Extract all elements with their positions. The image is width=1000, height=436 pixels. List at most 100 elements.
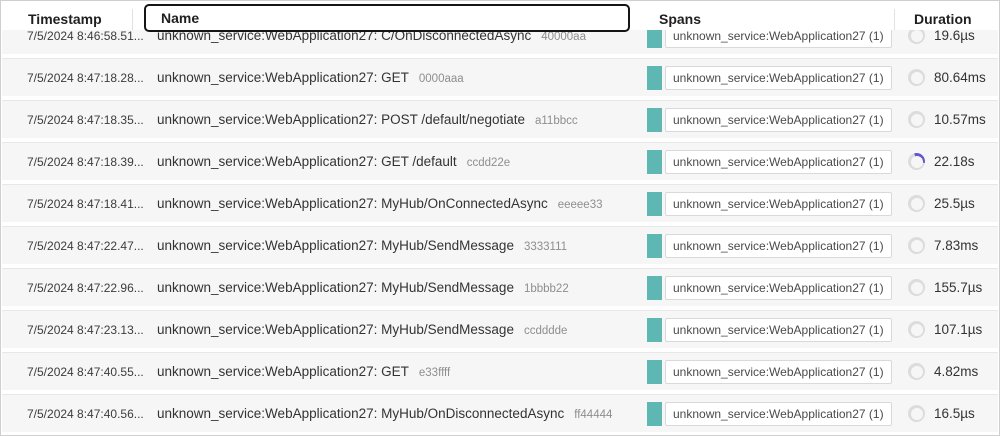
trace-duration: 19.6µs [934,28,975,43]
span-color-bar-icon [647,275,662,300]
trace-duration: 25.5µs [934,196,975,211]
span-color-bar-icon [647,191,662,216]
trace-timestamp: 7/5/2024 8:46:58.51... [27,28,144,43]
span-badge[interactable]: unknown_service:WebApplication27 (1) [647,233,892,258]
span-color-bar-icon [647,107,662,132]
trace-row[interactable]: 7/5/2024 8:47:18.35... unknown_service:W… [2,100,998,138]
span-badge[interactable]: unknown_service:WebApplication27 (1) [647,275,892,300]
trace-row[interactable]: 7/5/2024 8:47:22.96... unknown_service:W… [2,268,998,306]
span-badge[interactable]: unknown_service:WebApplication27 (1) [647,149,892,174]
trace-row[interactable]: 7/5/2024 8:47:18.28... unknown_service:W… [2,58,998,96]
trace-id: ccdd22e [466,157,511,169]
trace-name-cell: unknown_service:WebApplication27: GET e3… [145,364,647,379]
trace-spans-cell: unknown_service:WebApplication27 (1) [647,233,895,258]
duration-ring-icon [908,195,925,212]
trace-duration-cell: 4.82ms [895,363,998,380]
trace-name-cell: unknown_service:WebApplication27: GET 00… [145,70,647,85]
span-resource-label: unknown_service:WebApplication27 (1) [665,149,892,174]
trace-id: ff44444 [574,409,613,421]
trace-duration: 16.5µs [934,406,975,421]
column-divider [132,9,133,30]
span-resource-label: unknown_service:WebApplication27 (1) [665,65,892,90]
trace-duration: 22.18s [934,154,975,169]
trace-timestamp: 7/5/2024 8:47:23.13... [27,322,144,337]
duration-ring-icon [908,279,925,296]
span-resource-label: unknown_service:WebApplication27 (1) [665,359,892,384]
trace-row[interactable]: 7/5/2024 8:47:18.41... unknown_service:W… [2,184,998,222]
trace-name-cell: unknown_service:WebApplication27: MyHub/… [145,238,647,253]
span-badge[interactable]: unknown_service:WebApplication27 (1) [647,191,892,216]
trace-name-cell: unknown_service:WebApplication27: MyHub/… [145,322,647,337]
trace-duration: 10.57ms [934,112,986,127]
trace-name-cell: unknown_service:WebApplication27: MyHub/… [145,406,647,421]
span-resource-label: unknown_service:WebApplication27 (1) [665,317,892,342]
column-header-name-label: Name [161,10,200,26]
trace-spans-cell: unknown_service:WebApplication27 (1) [647,149,895,174]
column-header-spans[interactable]: Spans [659,11,702,27]
trace-row[interactable]: 7/5/2024 8:47:23.13... unknown_service:W… [2,310,998,348]
trace-id: ccdddde [523,325,568,337]
trace-timestamp: 7/5/2024 8:47:18.35... [27,112,144,127]
trace-id: e33ffff [418,367,451,379]
trace-spans-cell: unknown_service:WebApplication27 (1) [647,317,895,342]
span-resource-label: unknown_service:WebApplication27 (1) [665,107,892,132]
column-header-name[interactable]: Name [144,4,630,32]
trace-duration-cell: 16.5µs [895,405,998,422]
span-color-bar-icon [647,65,662,90]
trace-name: unknown_service:WebApplication27: MyHub/… [157,280,514,295]
trace-duration-cell: 19.6µs [895,27,998,44]
trace-spans-cell: unknown_service:WebApplication27 (1) [647,359,895,384]
trace-timestamp: 7/5/2024 8:47:40.56... [27,406,144,421]
trace-name: unknown_service:WebApplication27: MyHub/… [157,406,565,421]
duration-ring-icon [908,111,925,128]
trace-id: 40000aa [541,31,586,43]
duration-ring-icon [908,27,925,44]
trace-duration-cell: 10.57ms [895,111,998,128]
span-badge[interactable]: unknown_service:WebApplication27 (1) [647,107,892,132]
trace-timestamp: 7/5/2024 8:47:22.96... [27,280,144,295]
column-divider [894,9,895,30]
trace-name: unknown_service:WebApplication27: GET [157,70,409,85]
span-badge[interactable]: unknown_service:WebApplication27 (1) [647,359,892,384]
span-resource-label: unknown_service:WebApplication27 (1) [665,233,892,258]
duration-ring-icon [908,237,925,254]
trace-id: 0000aaa [418,73,464,85]
duration-ring-icon [908,69,925,86]
trace-duration: 80.64ms [934,70,986,85]
trace-duration-cell: 80.64ms [895,69,998,86]
trace-row[interactable]: 7/5/2024 8:47:40.56... unknown_service:W… [2,394,998,432]
trace-spans-cell: unknown_service:WebApplication27 (1) [647,191,895,216]
trace-name: unknown_service:WebApplication27: GET /d… [157,154,457,169]
trace-id: 3333111 [523,241,568,253]
trace-name-cell: unknown_service:WebApplication27: GET /d… [145,154,647,169]
trace-duration-cell: 155.7µs [895,279,998,296]
trace-name: unknown_service:WebApplication27: GET [157,364,409,379]
trace-timestamp: 7/5/2024 8:47:40.55... [27,364,144,379]
trace-duration-cell: 7.83ms [895,237,998,254]
trace-name: unknown_service:WebApplication27: POST /… [157,112,525,127]
trace-row[interactable]: 7/5/2024 8:47:22.47... unknown_service:W… [2,226,998,264]
trace-duration-cell: 25.5µs [895,195,998,212]
trace-duration-cell: 107.1µs [895,321,998,338]
span-color-bar-icon [647,317,662,342]
span-resource-label: unknown_service:WebApplication27 (1) [665,191,892,216]
trace-row[interactable]: 7/5/2024 8:47:40.55... unknown_service:W… [2,352,998,390]
column-header-timestamp[interactable]: Timestamp [28,11,102,27]
trace-id: eeeee33 [557,199,603,211]
trace-duration: 4.82ms [934,364,979,379]
column-header-duration[interactable]: Duration [914,11,972,27]
trace-duration-cell: 22.18s [895,153,998,170]
trace-duration: 107.1µs [934,322,983,337]
trace-spans-cell: unknown_service:WebApplication27 (1) [647,401,895,426]
span-badge[interactable]: unknown_service:WebApplication27 (1) [647,65,892,90]
trace-row[interactable]: 7/5/2024 8:47:18.39... unknown_service:W… [2,142,998,180]
trace-duration: 7.83ms [934,238,979,253]
trace-timestamp: 7/5/2024 8:47:18.39... [27,154,144,169]
span-badge[interactable]: unknown_service:WebApplication27 (1) [647,317,892,342]
span-color-bar-icon [647,149,662,174]
trace-id: a11bbcc [534,115,578,127]
trace-name-cell: unknown_service:WebApplication27: MyHub/… [145,196,647,211]
span-color-bar-icon [647,233,662,258]
span-badge[interactable]: unknown_service:WebApplication27 (1) [647,401,892,426]
